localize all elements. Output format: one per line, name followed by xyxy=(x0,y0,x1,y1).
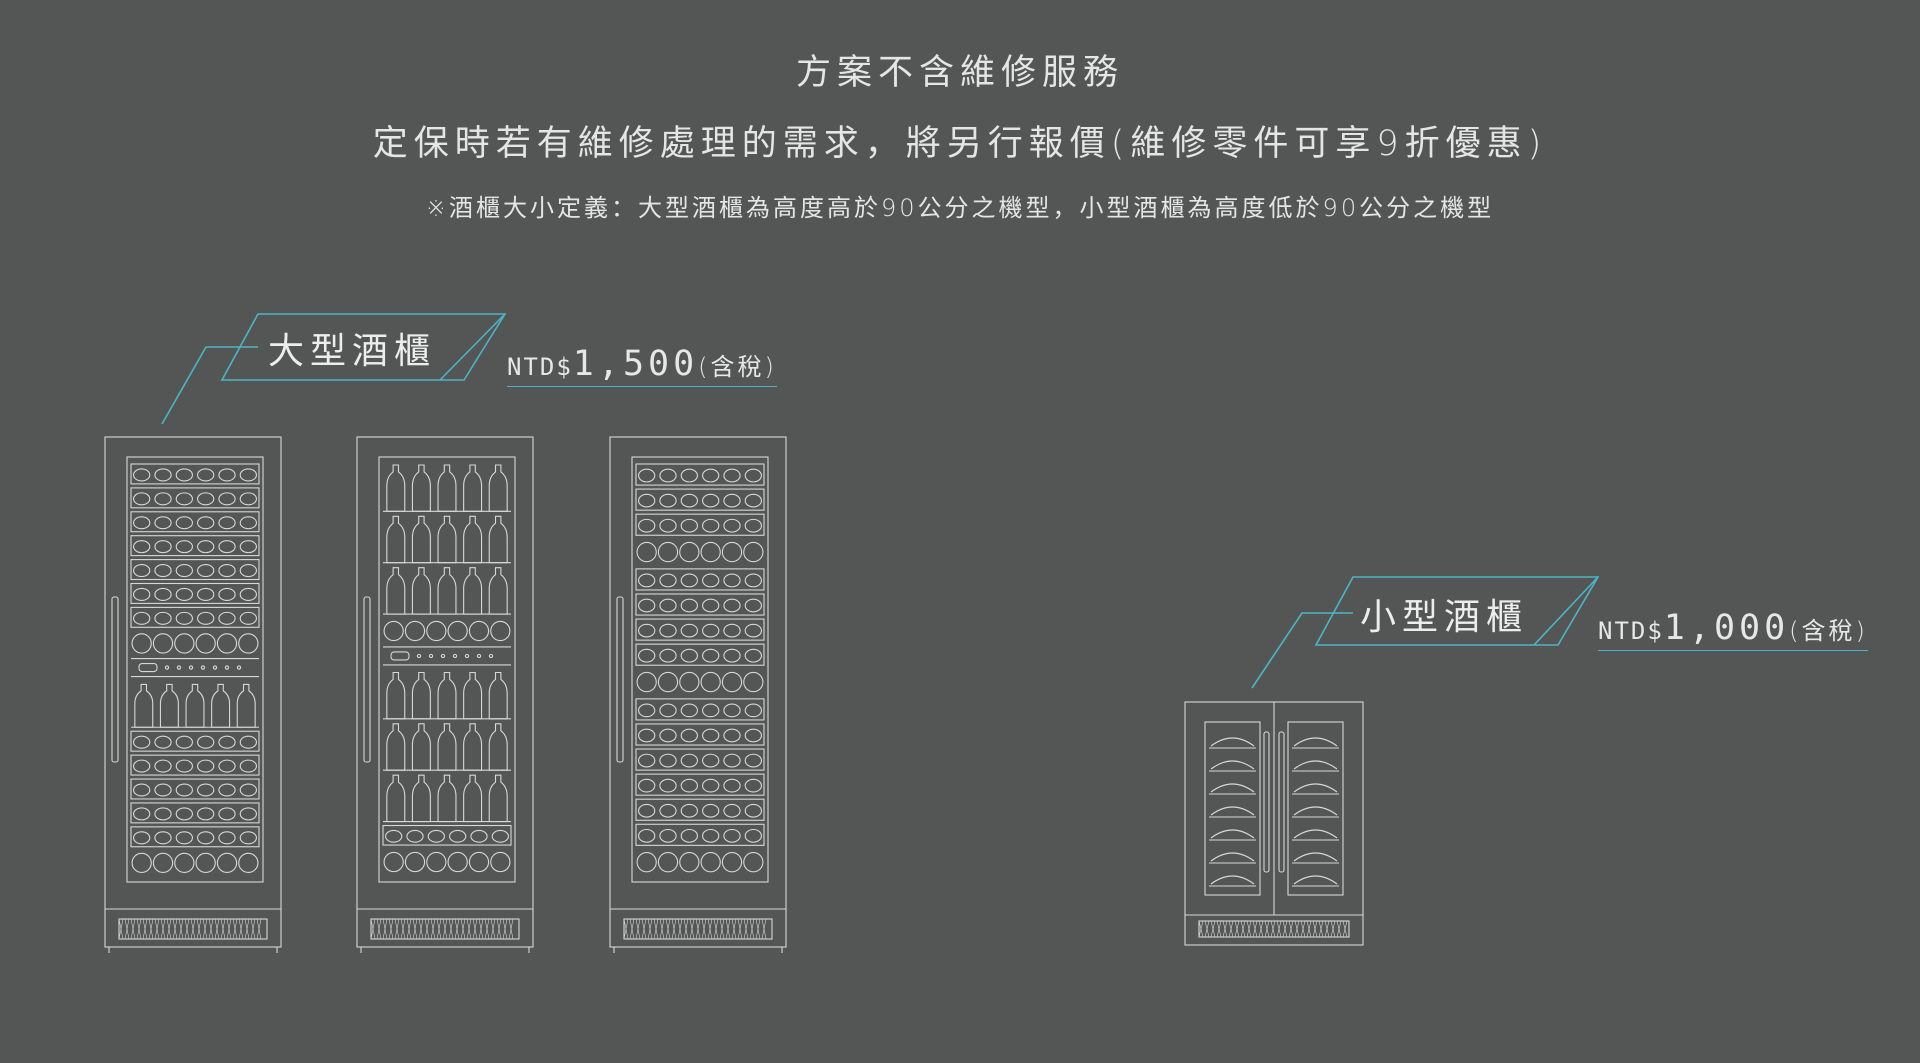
small-cabinet-label-frame xyxy=(1251,576,1600,689)
small-wine-cabinet xyxy=(1184,701,1364,946)
small-price-currency: NTD$ xyxy=(1598,617,1664,645)
large-price-amount: 1,500 xyxy=(572,344,699,384)
notice-size-definition: ※酒櫃大小定義：大型酒櫃為高度高於90公分之機型，小型酒櫃為高度低於90公分之機… xyxy=(425,194,1495,222)
small-cabinet-price: NTD$1,000(含稅) xyxy=(1598,608,1868,651)
small-price-amount: 1,000 xyxy=(1663,608,1790,648)
tall-wine-cabinet-1 xyxy=(104,436,282,953)
notice-no-repair-service: 方案不含維修服務 xyxy=(795,53,1124,93)
large-cabinet-price: NTD$1,500(含稅) xyxy=(507,344,777,387)
tall-wine-cabinet-3 xyxy=(609,436,787,953)
large-price-tax: (含稅) xyxy=(698,353,777,381)
small-price-tax: (含稅) xyxy=(1789,617,1868,645)
notice-repair-quote: 定保時若有維修處理的需求，將另行報價(維修零件可享9折優惠) xyxy=(372,124,1548,164)
large-price-currency: NTD$ xyxy=(507,353,573,381)
large-cabinet-label: 大型酒櫃 xyxy=(268,331,437,372)
large-cabinet-label-frame xyxy=(161,313,507,425)
small-cabinet-label: 小型酒櫃 xyxy=(1360,597,1529,638)
tall-wine-cabinet-2 xyxy=(356,436,534,953)
